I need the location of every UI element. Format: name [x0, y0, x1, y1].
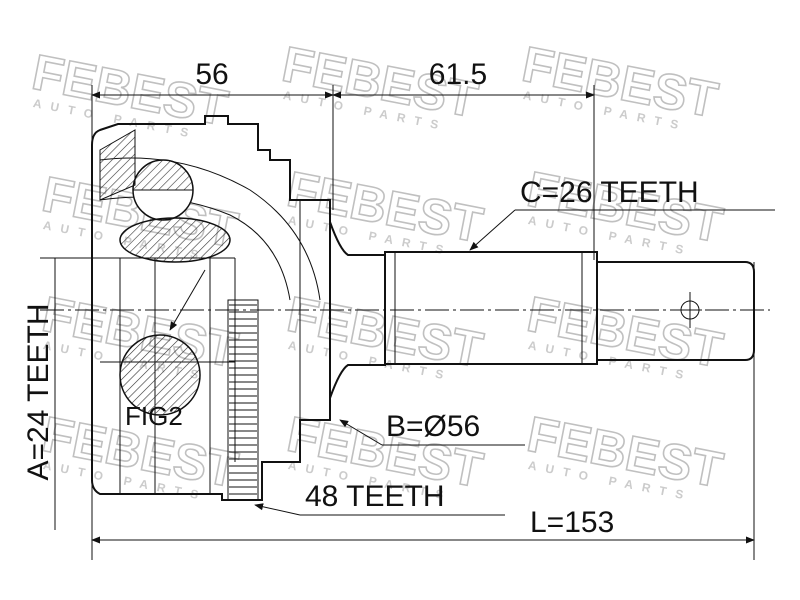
dim-shaft-length-label: 61.5 [429, 58, 487, 91]
watermark-logo: FEBEST AUTO PARTS [282, 160, 488, 259]
abs-ring-teeth [229, 304, 257, 495]
watermark-layer: FEBEST AUTO PARTS FEBEST AUTO PARTS FEBE… [27, 35, 728, 504]
dim-outer-width-label: 56 [195, 58, 228, 91]
dim-spline-outer-label: C=26 TEETH [520, 176, 699, 209]
watermark-logo: FEBEST AUTO PARTS [522, 285, 728, 384]
watermark-logo: FEBEST AUTO PARTS [517, 35, 723, 134]
ball-sections [99, 129, 231, 416]
dim-abs-ring-label: 48 TEETH [305, 480, 445, 513]
watermark-logo: FEBEST AUTO PARTS [522, 405, 728, 504]
abs-ring [227, 299, 259, 501]
figure-label: FIG2 [125, 401, 183, 431]
dimension-labels: 56 61.5 C=26 TEETH B=Ø56 48 TEETH L=153 … [22, 58, 699, 539]
dim-total-length-label: L=153 [530, 506, 614, 539]
dim-seal-diameter-label: B=Ø56 [386, 410, 480, 443]
inner-race [99, 157, 321, 494]
dim-inner-spline-label: A=24 TEETH [22, 303, 55, 480]
leader-lines [169, 209, 775, 516]
cv-joint-housing [91, 115, 755, 501]
